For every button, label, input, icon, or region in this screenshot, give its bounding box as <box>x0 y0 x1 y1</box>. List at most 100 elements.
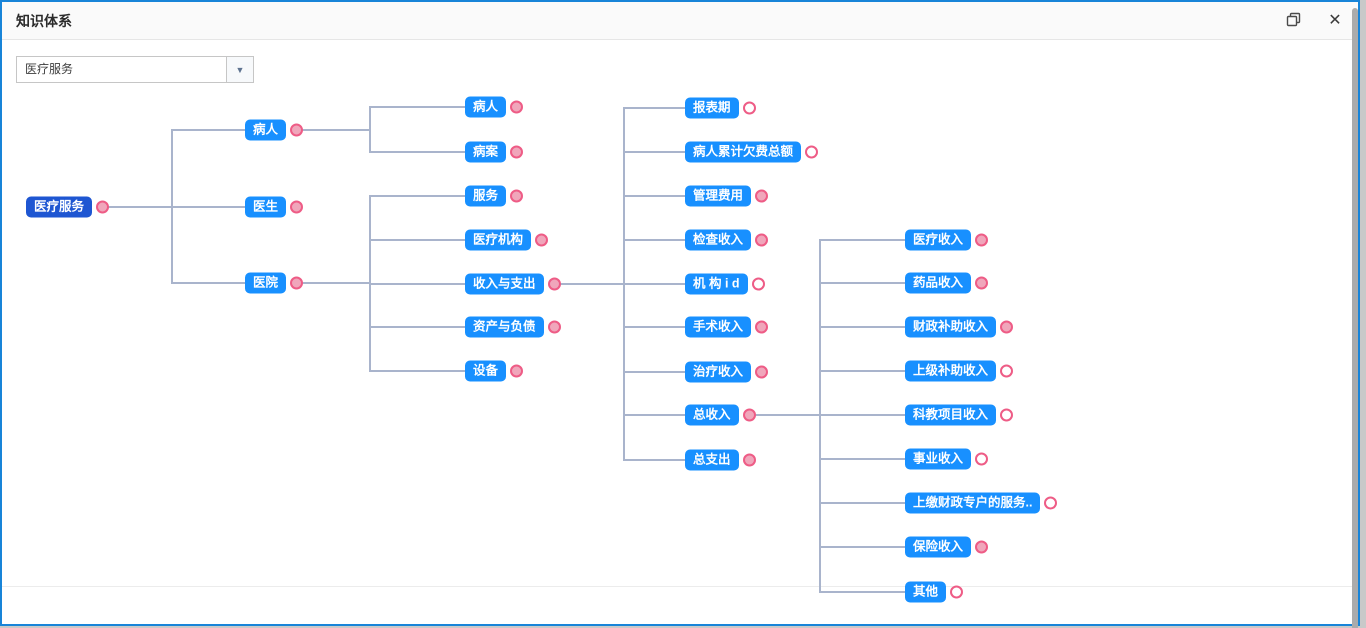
tree-node-label[interactable]: 科教项目收入 <box>905 404 997 426</box>
close-icon: ✕ <box>1328 11 1342 29</box>
tree-node-service[interactable]: 服务 <box>465 185 524 207</box>
expand-handle-icon[interactable] <box>975 233 989 247</box>
expand-handle-icon[interactable] <box>510 100 524 114</box>
tree-node-insur[interactable]: 保险收入 <box>905 536 989 558</box>
tree-node-label[interactable]: 治疗收入 <box>685 361 752 383</box>
tree-node-label[interactable]: 事业收入 <box>905 448 972 470</box>
tree-node-equip[interactable]: 设备 <box>465 360 524 382</box>
tree-node-label[interactable]: 资产与负债 <box>465 316 544 338</box>
tree-node-doctor[interactable]: 医生 <box>245 196 304 218</box>
tree-node-label[interactable]: 药品收入 <box>905 272 972 294</box>
tree-node-label[interactable]: 设备 <box>465 360 507 382</box>
connector-line <box>171 206 251 208</box>
expand-handle-icon[interactable] <box>755 365 769 379</box>
tree-node-label[interactable]: 上缴财政专户的服务.. <box>905 492 1041 514</box>
expand-handle-icon[interactable] <box>742 453 756 467</box>
knowledge-selector-dropdown-button[interactable]: ▼ <box>226 57 253 82</box>
tree-node-label[interactable]: 财政补助收入 <box>905 316 997 338</box>
expand-handle-icon[interactable] <box>751 277 765 291</box>
vertical-scrollbar[interactable] <box>1352 8 1358 628</box>
expand-handle-icon[interactable] <box>290 276 304 290</box>
tree-node-label[interactable]: 服务 <box>465 185 507 207</box>
expand-handle-icon[interactable] <box>805 145 819 159</box>
tree-node-label[interactable]: 医疗机构 <box>465 229 532 251</box>
expand-handle-icon[interactable] <box>535 233 549 247</box>
expand-handle-icon[interactable] <box>290 123 304 137</box>
tree-node-label[interactable]: 上级补助收入 <box>905 360 997 382</box>
tree-node-label[interactable]: 病案 <box>465 141 507 163</box>
connector-line <box>369 239 471 241</box>
tree-node-label[interactable]: 管理费用 <box>685 185 752 207</box>
tree-node-hospital[interactable]: 医院 <box>245 272 304 294</box>
connector-line <box>819 239 821 593</box>
tree-node-mgmt[interactable]: 管理费用 <box>685 185 769 207</box>
tree-node-surg[interactable]: 手术收入 <box>685 316 769 338</box>
connector-line <box>171 129 251 131</box>
tree-node-rpt[interactable]: 报表期 <box>685 97 756 119</box>
tree-node-inout[interactable]: 收入与支出 <box>465 273 561 295</box>
close-button[interactable]: ✕ <box>1326 12 1344 30</box>
expand-handle-icon[interactable] <box>755 320 769 334</box>
tree-node-exam[interactable]: 检查收入 <box>685 229 769 251</box>
tree-node-label[interactable]: 收入与支出 <box>465 273 544 295</box>
tree-node-label[interactable]: 病人累计欠费总额 <box>685 141 802 163</box>
expand-handle-icon[interactable] <box>510 189 524 203</box>
tree-node-totalin[interactable]: 总收入 <box>685 404 756 426</box>
connector-line <box>369 283 471 285</box>
tree-node-sci[interactable]: 科教项目收入 <box>905 404 1014 426</box>
expand-handle-icon[interactable] <box>755 233 769 247</box>
expand-handle-icon[interactable] <box>975 276 989 290</box>
tree-node-fiscal[interactable]: 财政补助收入 <box>905 316 1014 338</box>
expand-handle-icon[interactable] <box>742 101 756 115</box>
tree-node-label[interactable]: 总收入 <box>685 404 739 426</box>
expand-handle-icon[interactable] <box>1044 496 1058 510</box>
expand-handle-icon[interactable] <box>96 200 110 214</box>
expand-handle-icon[interactable] <box>290 200 304 214</box>
tree-node-orgid[interactable]: 机 构 i d <box>685 273 765 295</box>
tree-node-label[interactable]: 保险收入 <box>905 536 972 558</box>
tree-node-handover[interactable]: 上缴财政专户的服务.. <box>905 492 1058 514</box>
tree-node-career[interactable]: 事业收入 <box>905 448 989 470</box>
tree-node-drug[interactable]: 药品收入 <box>905 272 989 294</box>
expand-handle-icon[interactable] <box>1000 364 1014 378</box>
tree-node-treat[interactable]: 治疗收入 <box>685 361 769 383</box>
tree-node-case[interactable]: 病案 <box>465 141 524 163</box>
tree-node-label[interactable]: 病人 <box>245 119 287 141</box>
tree-node-label[interactable]: 病人 <box>465 96 507 118</box>
expand-handle-icon[interactable] <box>510 145 524 159</box>
tree-node-label[interactable]: 检查收入 <box>685 229 752 251</box>
tree-node-assets[interactable]: 资产与负债 <box>465 316 561 338</box>
expand-handle-icon[interactable] <box>510 364 524 378</box>
tree-node-totalout[interactable]: 总支出 <box>685 449 756 471</box>
expand-handle-icon[interactable] <box>975 540 989 554</box>
tree-node-org[interactable]: 医疗机构 <box>465 229 549 251</box>
expand-handle-icon[interactable] <box>975 452 989 466</box>
tree-node-patient[interactable]: 病人 <box>245 119 304 141</box>
knowledge-selector-value[interactable]: 医疗服务 <box>25 62 74 76</box>
expand-handle-icon[interactable] <box>950 585 964 599</box>
tree-node-label[interactable]: 医生 <box>245 196 287 218</box>
tree-node-label[interactable]: 总支出 <box>685 449 739 471</box>
expand-handle-icon[interactable] <box>755 189 769 203</box>
expand-handle-icon[interactable] <box>742 408 756 422</box>
tree-node-patient2[interactable]: 病人 <box>465 96 524 118</box>
tree-node-label[interactable]: 其他 <box>905 581 947 603</box>
tree-node-other[interactable]: 其他 <box>905 581 964 603</box>
restore-window-button[interactable] <box>1284 12 1302 30</box>
connector-line <box>819 370 911 372</box>
expand-handle-icon[interactable] <box>547 277 561 291</box>
tree-node-label[interactable]: 医疗服务 <box>26 196 93 218</box>
tree-node-label[interactable]: 手术收入 <box>685 316 752 338</box>
title-bar: 知识体系 ✕ <box>2 2 1358 40</box>
tree-node-label[interactable]: 机 构 i d <box>685 273 748 295</box>
expand-handle-icon[interactable] <box>547 320 561 334</box>
tree-node-root[interactable]: 医疗服务 <box>26 196 110 218</box>
tree-node-upper[interactable]: 上级补助收入 <box>905 360 1014 382</box>
tree-node-label[interactable]: 报表期 <box>685 97 739 119</box>
tree-node-med[interactable]: 医疗收入 <box>905 229 989 251</box>
tree-node-arrears[interactable]: 病人累计欠费总额 <box>685 141 819 163</box>
tree-node-label[interactable]: 医疗收入 <box>905 229 972 251</box>
expand-handle-icon[interactable] <box>1000 320 1014 334</box>
expand-handle-icon[interactable] <box>1000 408 1014 422</box>
tree-node-label[interactable]: 医院 <box>245 272 287 294</box>
